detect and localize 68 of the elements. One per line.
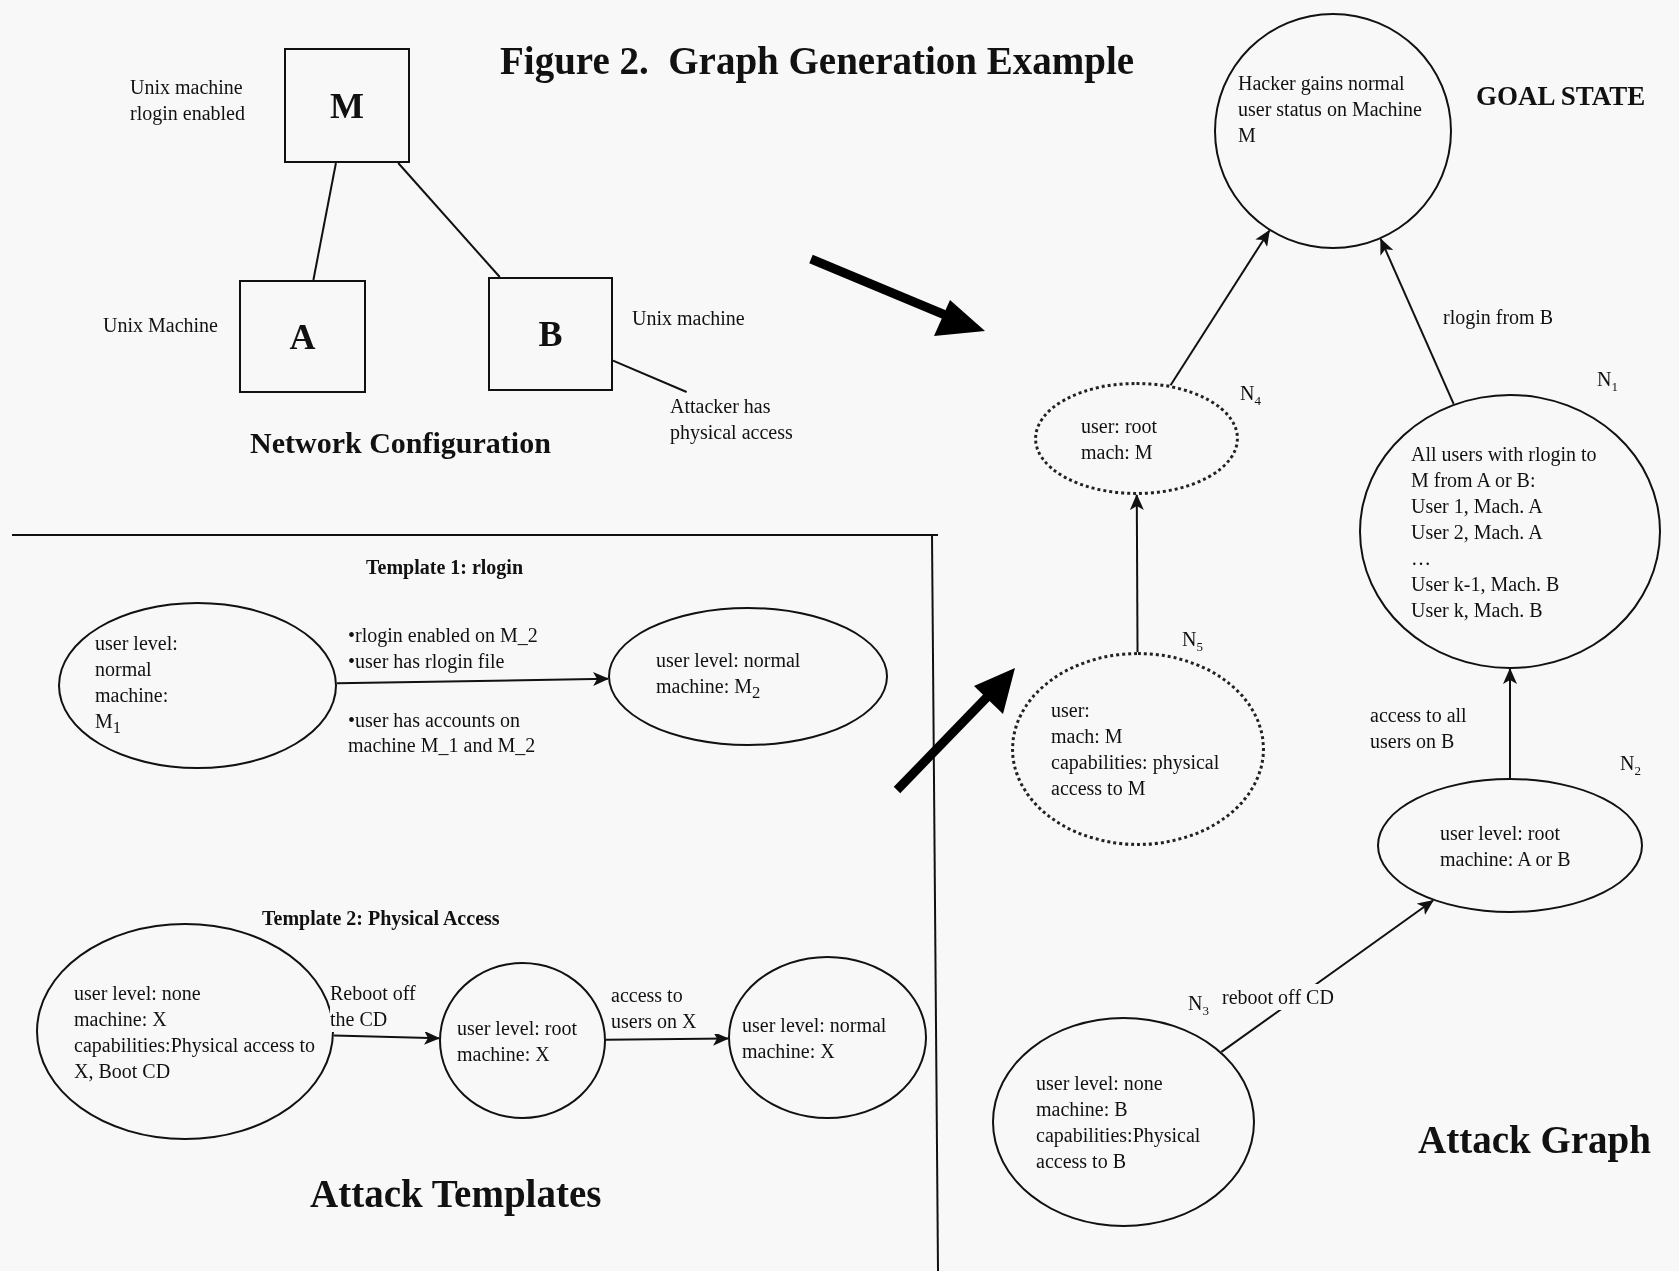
state-heading: GOAL STATE: [1476, 80, 1646, 113]
state-ellipse: [728, 956, 927, 1119]
node-text: user:: [1051, 698, 1090, 723]
node-text: user: root: [1081, 413, 1158, 439]
node-text: user level: none: [1036, 1071, 1163, 1096]
connector-line: [312, 162, 337, 281]
machine-box: [488, 277, 613, 391]
node-text: Hacker gains normal user status on Machine M: [1238, 71, 1423, 148]
machine-letter: A: [289, 323, 316, 350]
node-text: mach: M: [1051, 724, 1123, 749]
state-ellipse: [439, 962, 606, 1119]
machine-caption: Unix machine: [632, 306, 746, 331]
arrow: [335, 672, 610, 687]
condition-text: •user has accounts on machine M_1 and M_2: [348, 708, 537, 758]
dotted-state-ellipse: [1011, 652, 1265, 846]
node-text: machine: X: [74, 1006, 167, 1032]
node-text: machine: A or B: [1440, 846, 1571, 872]
node-text: capabilities: physical access to M: [1051, 750, 1221, 801]
state-ellipse: [58, 602, 337, 769]
node-text: capabilities:Physical access to X, Boot CD: [74, 1032, 317, 1084]
dotted-state-ellipse: [1034, 382, 1239, 495]
node-text: All users with rlogin to M from A or B:: [1411, 441, 1598, 493]
arrow: [1129, 494, 1144, 653]
arrow: [1503, 668, 1517, 779]
machine-caption: Unix Machine: [103, 313, 219, 338]
machine-letter: M: [330, 92, 364, 119]
template-heading: Template 2: Physical Access: [262, 906, 500, 931]
connector-line: [397, 162, 501, 278]
node-tag: N$_{4}$: [1240, 380, 1261, 414]
arrow: [1169, 229, 1271, 387]
node-tag: N$_{3}$: [1188, 990, 1209, 1024]
node-text: capabilities:Physical access to B: [1036, 1123, 1202, 1174]
machine-box: [239, 280, 366, 393]
state-ellipse: [992, 1017, 1255, 1227]
node-text: machine: X: [457, 1041, 550, 1067]
node-text: user level: normal: [742, 1012, 887, 1038]
connector-line: [612, 359, 688, 393]
machine-box: [284, 48, 410, 163]
node-text: user level: root: [457, 1015, 577, 1041]
machine-letter: B: [538, 321, 563, 347]
node-text: machine: X: [742, 1038, 835, 1064]
arrow: [1379, 238, 1455, 405]
machine-caption: Unix machine rlogin enabled: [130, 75, 246, 126]
template-heading: Template 1: rlogin: [366, 555, 524, 580]
node-text: User k, Mach. B: [1411, 597, 1543, 623]
node-text: User k-1, Mach. B: [1411, 571, 1560, 597]
node-text: user level: none: [74, 980, 201, 1006]
arrow: [332, 1030, 441, 1045]
state-ellipse: [1377, 778, 1643, 913]
section-heading: Attack Templates: [310, 1171, 602, 1218]
section-heading: Attack Graph: [1418, 1117, 1651, 1164]
node-tag: N$_{5}$: [1182, 626, 1203, 660]
node-text: …: [1411, 545, 1431, 571]
node-text: machine: B: [1036, 1097, 1128, 1122]
state-ellipse: [1214, 13, 1452, 249]
figure-title: Figure 2. Graph Generation Example: [500, 38, 1135, 83]
state-ellipse: [1359, 394, 1661, 669]
node-tag: N$_{1}$: [1597, 366, 1618, 400]
node-text: User 2, Mach. A: [1411, 519, 1543, 545]
section-heading: Network Configuration: [250, 425, 551, 461]
node-text: user level: normal machine: M$_{1}$: [95, 631, 179, 739]
annotation-text: Attacker has physical access: [670, 394, 794, 445]
node-text: user level: root: [1440, 820, 1560, 846]
state-ellipse: [608, 607, 888, 746]
node-tag: N$_{2}$: [1620, 750, 1641, 784]
node-text: User 1, Mach. A: [1411, 493, 1543, 519]
node-text: user level: normal machine: M$_{2}$: [656, 648, 802, 704]
node-text: mach: M: [1081, 439, 1153, 465]
